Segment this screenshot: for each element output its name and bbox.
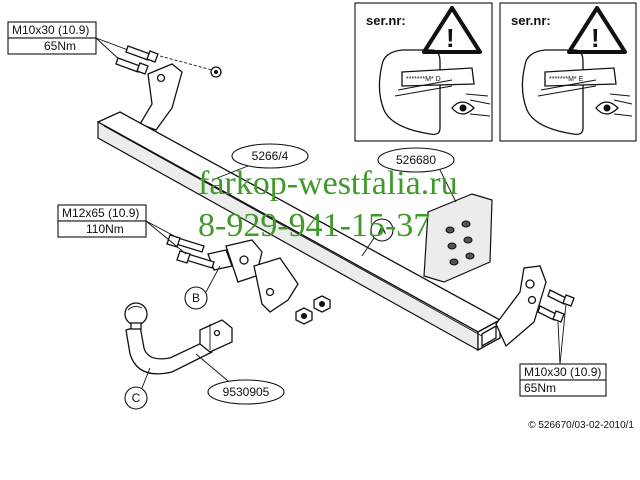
crossbar [96, 111, 502, 352]
nut-icon [210, 66, 222, 78]
electric-kit-box [423, 193, 493, 283]
bolt-icon [547, 289, 575, 307]
callout-b: B [184, 265, 221, 310]
bolt-size-label: M12x65 (10.9) [62, 206, 139, 220]
bolt-spec-left: M12x65 (10.9) 110Nm [57, 204, 187, 255]
svg-text:!: ! [446, 23, 455, 53]
part-label-ball: 9530905 [195, 353, 285, 405]
watermark-phone: 8-929-941-15-37 [198, 207, 430, 244]
serial-plate-text: *******M* E [549, 76, 584, 83]
electric-kit-part-number: 526680 [396, 153, 436, 167]
bolt-icon [125, 45, 159, 63]
eye-icon [595, 93, 633, 117]
tow-ball-neck [124, 302, 233, 375]
svg-text:B: B [192, 291, 200, 305]
warning-triangle-icon: ! [567, 6, 627, 54]
copyright-text: © 526670/03-02-2010/1 [528, 420, 634, 431]
right-bracket [495, 265, 547, 348]
part-label-electric-kit: 526680 [377, 147, 457, 203]
serial-plate [401, 67, 475, 87]
watermark-site: farkop-westfalia.ru [198, 165, 458, 202]
bolt-icon [115, 57, 149, 75]
left-upper-bracket [139, 63, 183, 131]
eye-icon [451, 93, 491, 117]
vehicle-plate-outline [378, 49, 441, 136]
svg-text:A: A [378, 223, 386, 237]
electric-kit-contacts [445, 220, 475, 266]
left-side-bracket [253, 257, 299, 313]
callout-c: C [124, 367, 151, 410]
bolt-torque-label: 65Nm [44, 39, 76, 53]
nut-icon [295, 307, 313, 325]
bolt-torque-label: 110Nm [86, 222, 124, 236]
callout-a: A [361, 218, 394, 257]
warning-triangle-icon: ! [422, 6, 482, 54]
part-label-crossbar: 5266/4 [211, 143, 309, 181]
serial-plate [544, 67, 617, 87]
vehicle-plate-outline [521, 49, 584, 136]
crossbar-part-number: 5266/4 [252, 149, 289, 163]
serial-panel-title: ser.nr: [366, 13, 406, 28]
bolt-spec-top-left: M10x30 (10.9) 65Nm [7, 21, 129, 63]
bolt-icon [176, 250, 215, 269]
serial-panel-e: ser.nr: ! *******M* E [499, 2, 637, 142]
serial-panel-title: ser.nr: [511, 13, 551, 28]
serial-plate-text: *******M* D [406, 76, 441, 83]
bolt-size-label: M10x30 (10.9) [524, 365, 601, 379]
svg-text:C: C [132, 391, 141, 405]
svg-text:!: ! [591, 23, 600, 53]
bolt-torque-label: 65Nm [524, 381, 556, 395]
bolt-icon [537, 305, 565, 323]
ball-part-number: 9530905 [223, 385, 270, 399]
nut-icon [313, 295, 331, 313]
serial-panel-d: ser.nr: ! *******M* D [354, 2, 493, 142]
bolt-size-label: M10x30 (10.9) [12, 23, 89, 37]
bolt-spec-bottom-right: M10x30 (10.9) 65Nm [519, 303, 607, 397]
